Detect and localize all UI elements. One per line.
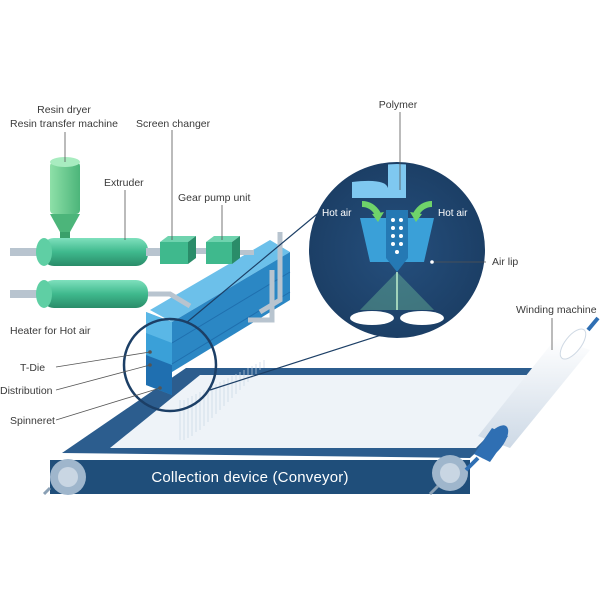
label-distribution: Distribution: [0, 385, 53, 397]
label-winding: Winding machine: [516, 304, 597, 316]
label-gear-pump: Gear pump unit: [178, 192, 250, 204]
label-resin-dryer: Resin dryer: [37, 104, 91, 116]
label-screen-changer: Screen changer: [136, 118, 211, 130]
hot-air-heater: [10, 280, 192, 309]
extruder: [10, 238, 160, 266]
winding-machine: [464, 316, 600, 472]
conveyor-label: Collection device (Conveyor): [151, 469, 348, 486]
callout-labels: Resin dryer Resin transfer machine Scree…: [0, 99, 597, 427]
hot-air-label-right: Hot air: [438, 208, 468, 219]
gear-pump-unit: [206, 236, 254, 264]
screen-changer: [160, 236, 208, 264]
label-heater: Heater for Hot air: [10, 325, 91, 337]
label-spinneret: Spinneret: [10, 415, 55, 427]
label-air-lip: Air lip: [492, 256, 518, 268]
fiber-curtain: [179, 360, 265, 440]
label-t-die: T-Die: [20, 362, 45, 374]
hot-air-label-left: Hot air: [322, 208, 352, 219]
resin-hopper: [50, 157, 80, 240]
hot-air-arrow-left: [361, 201, 381, 216]
label-extruder: Extruder: [104, 177, 144, 189]
label-polymer: Polymer: [379, 99, 418, 111]
nonwoven-web: [110, 375, 548, 448]
hot-air-arrow-right: [413, 201, 433, 216]
inset-detail: Hot air Hot air: [309, 162, 485, 338]
leader-lines: [55, 112, 553, 421]
label-resin-transfer: Resin transfer machine: [10, 118, 118, 130]
